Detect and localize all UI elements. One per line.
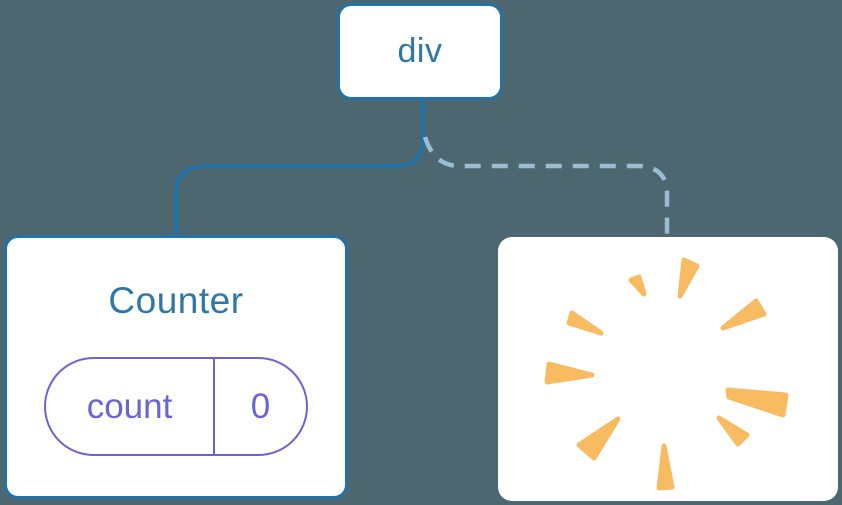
node-removed-card: [498, 237, 838, 501]
edge-dashed-removed: [422, 136, 670, 238]
poof-icon: [544, 257, 789, 491]
state-value: 0: [250, 386, 271, 426]
counter-title: Counter: [108, 280, 244, 321]
node-div: div: [337, 3, 503, 100]
edge-solid-kept: [174, 100, 425, 236]
node-counter-card: Counter count 0: [4, 235, 348, 499]
state-key: count: [46, 359, 215, 454]
node-div-label: div: [397, 32, 443, 70]
state-pill: count 0: [44, 357, 308, 456]
